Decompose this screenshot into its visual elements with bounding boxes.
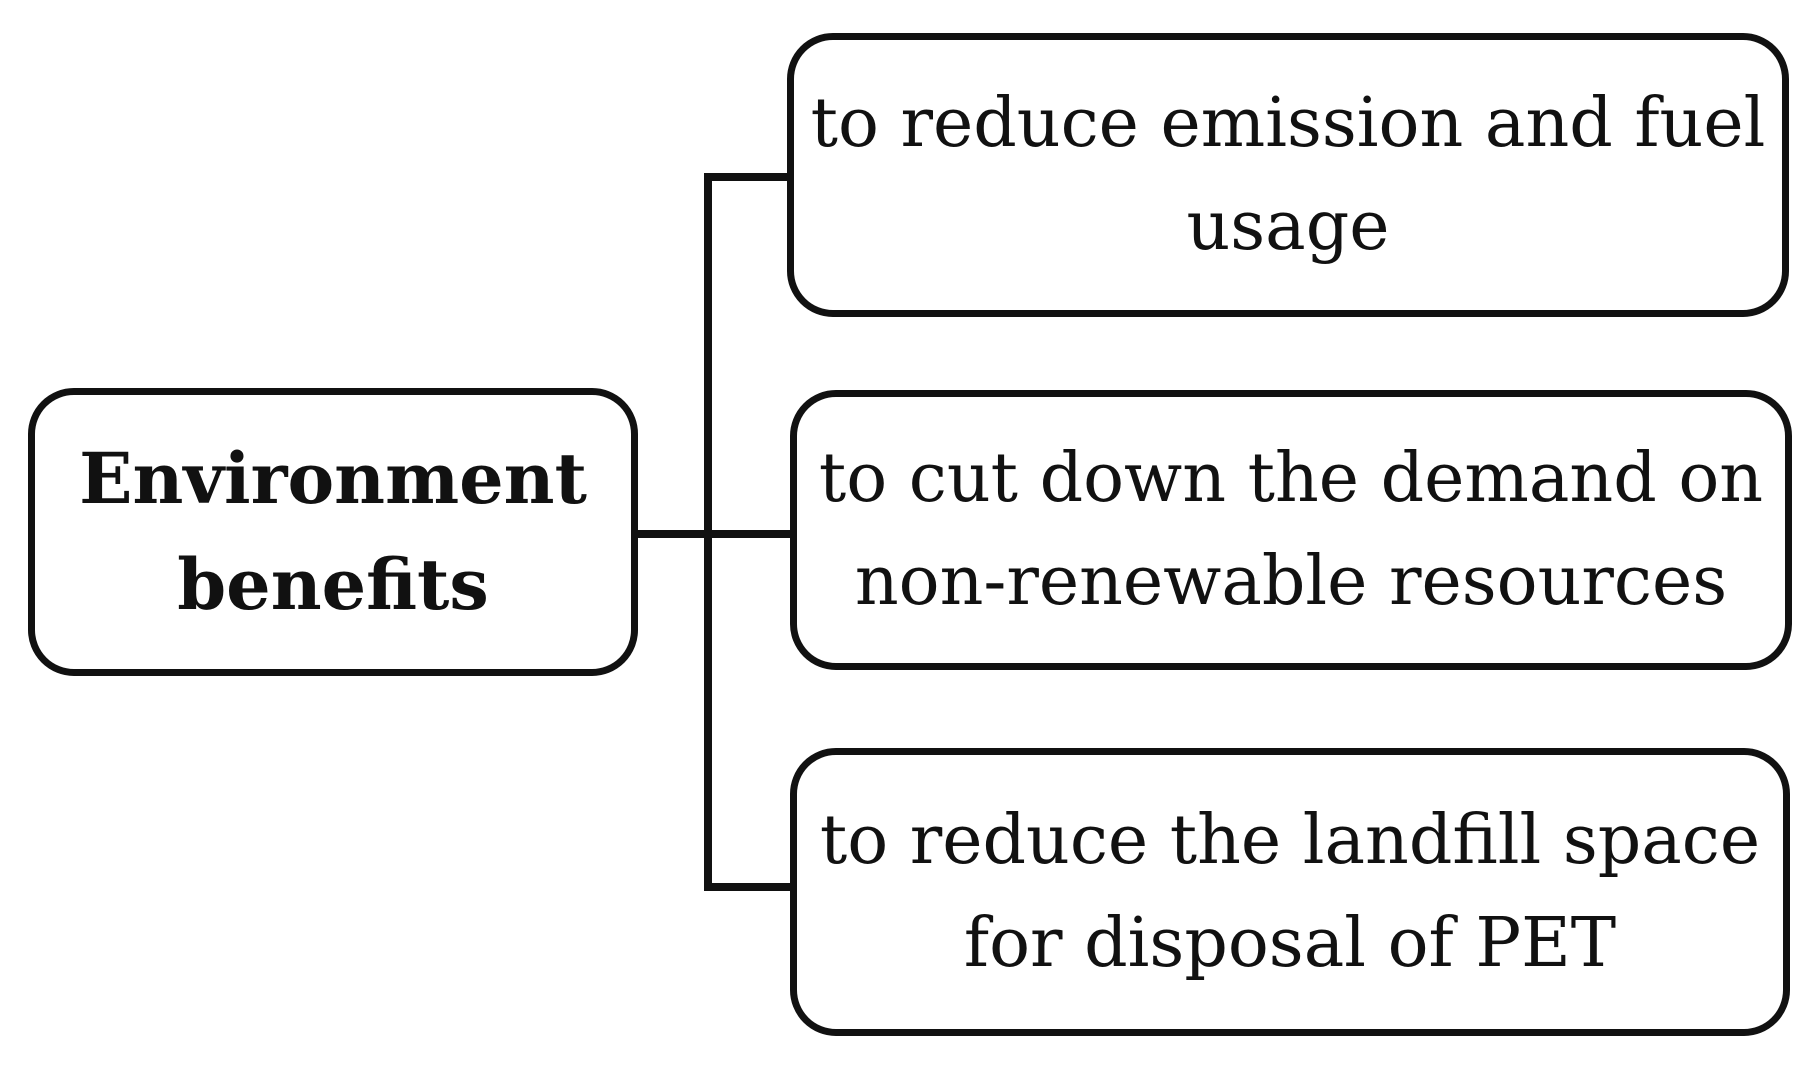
root-node-environment-benefits: Environment benefits [28, 388, 638, 676]
branch-node-label: to reduce the landfill space for disposa… [819, 800, 1761, 983]
branch-node-label: to reduce emission and fuel usage [810, 83, 1766, 266]
branch-node-reduce-emission: to reduce emission and fuel usage [787, 33, 1789, 317]
branch-node-label: to cut down the demand on non-renewable … [818, 438, 1764, 621]
branch-node-reduce-landfill: to reduce the landfill space for disposa… [790, 748, 1790, 1036]
branch-node-cut-demand: to cut down the demand on non-renewable … [790, 390, 1792, 670]
root-node-label: Environment benefits [79, 436, 587, 626]
